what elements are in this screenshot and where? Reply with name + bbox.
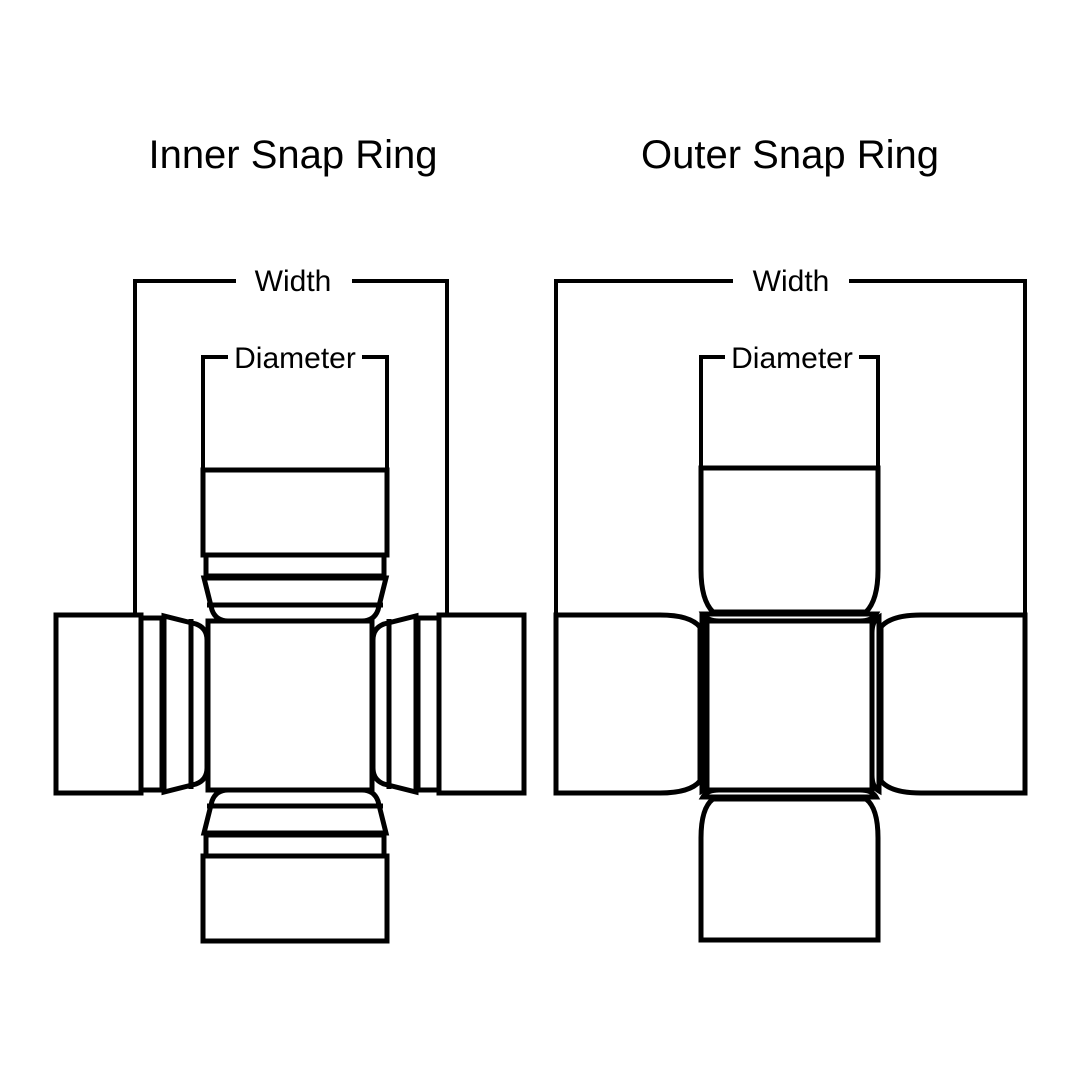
width-label-inner: Width: [255, 265, 332, 298]
snap-ring-groove-top-inner: [203, 552, 387, 579]
width-bracket-right-outer: [849, 279, 1027, 620]
cap-body-left-outer: [553, 612, 703, 796]
bearing-cap-bottom-inner: [200, 787, 390, 944]
cap-body-right-outer: [878, 612, 1028, 796]
cross-center-block-outer: [704, 618, 875, 793]
panel-inner: Inner Snap Ring Width Diameter: [53, 133, 527, 944]
diameter-dimension-inner: Diameter: [201, 342, 389, 470]
cap-body-top-inner: [200, 467, 390, 558]
snap-ring-groove-left-inner: [138, 615, 165, 793]
cap-body-bottom-inner: [200, 853, 390, 944]
diameter-dimension-outer: Diameter: [699, 342, 880, 468]
snap-ring-groove-bottom-inner: [203, 832, 387, 859]
cap-body-left-inner: [53, 612, 144, 796]
cap-body-top-outer: [698, 465, 881, 615]
bearing-cap-left-inner: [53, 612, 210, 796]
diameter-bracket-left-inner: [201, 355, 228, 470]
width-bracket-left-inner: [133, 279, 236, 620]
cap-shoulder-top-inner: [200, 575, 390, 624]
width-bracket-right-inner: [352, 279, 449, 620]
cap-shoulder-left-inner: [161, 612, 210, 796]
cap-shoulder-right-inner: [370, 612, 419, 796]
bearing-cap-top-outer: [698, 465, 881, 624]
cap-body-bottom-outer: [698, 796, 881, 943]
diameter-bracket-left-outer: [699, 355, 725, 468]
cap-shoulder-bottom-inner: [200, 787, 390, 836]
snap-ring-groove-right-inner: [415, 615, 442, 793]
width-dimension-inner: Width: [133, 265, 449, 620]
bearing-cap-right-outer: [869, 612, 1028, 796]
diameter-label-inner: Diameter: [234, 342, 356, 375]
diameter-bracket-right-outer: [859, 355, 880, 468]
bearing-cap-right-inner: [370, 612, 527, 796]
width-dimension-outer: Width: [554, 265, 1027, 620]
width-bracket-left-outer: [554, 279, 733, 620]
panel-title-outer: Outer Snap Ring: [641, 133, 939, 177]
width-label-outer: Width: [753, 265, 830, 298]
panel-outer: Outer Snap Ring Width Diameter: [553, 133, 1028, 943]
cap-body-right-inner: [436, 612, 527, 796]
diameter-bracket-right-inner: [362, 355, 389, 470]
diameter-label-outer: Diameter: [731, 342, 853, 375]
bearing-cap-top-inner: [200, 467, 390, 624]
panel-title-inner: Inner Snap Ring: [148, 133, 437, 177]
cross-center-block-inner: [205, 618, 375, 793]
bearing-cap-bottom-outer: [698, 787, 881, 943]
bearing-cap-left-outer: [553, 612, 712, 796]
